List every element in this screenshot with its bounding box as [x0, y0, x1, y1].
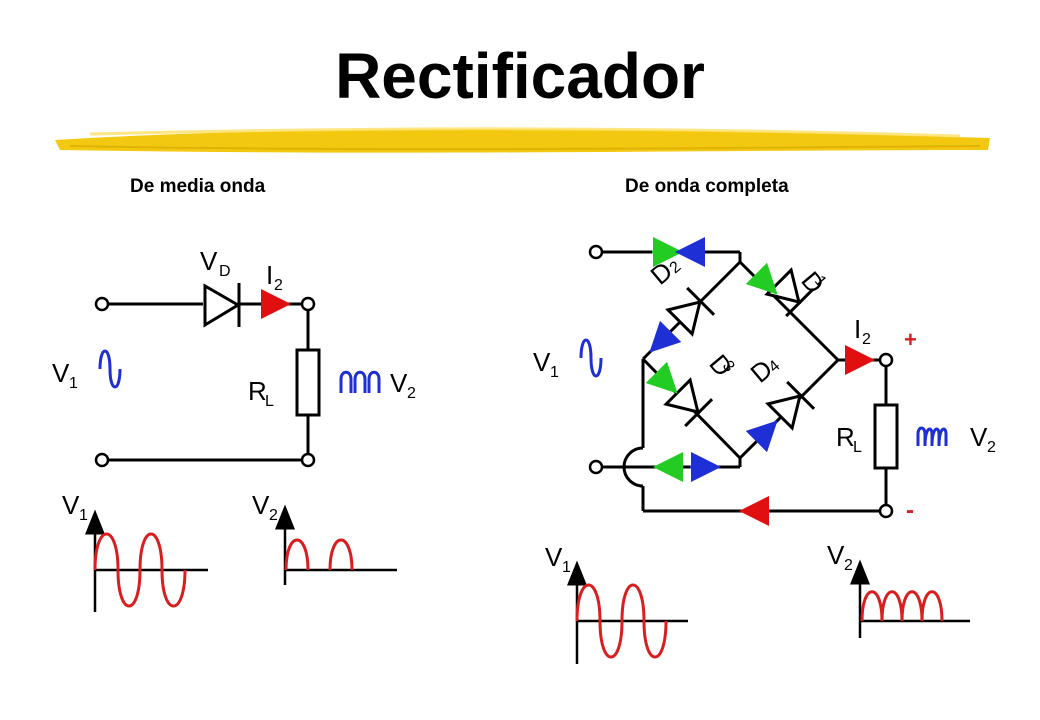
v2-label: V [390, 368, 408, 398]
plus-sign: + [904, 327, 917, 352]
full-wave-graph-v1: V 1 [545, 542, 688, 664]
page-title: Rectificador [335, 40, 705, 112]
subtitle-full-wave: De onda completa [625, 176, 789, 197]
full-wave-circuit: D 1 D 2 D 3 D 4 I 2 V 1 R L V 2 + - [533, 237, 996, 526]
vd-sub: D [219, 263, 231, 280]
graph-v1-label-full: V [545, 542, 563, 572]
input-wave-icon [98, 349, 122, 389]
v2-sub: 2 [407, 385, 416, 402]
rl-label: R [248, 376, 267, 406]
half-wave-graph-v1: V 1 [62, 490, 208, 612]
output-wave-icon-full [916, 426, 948, 447]
graph-v2-label: V [252, 490, 270, 520]
i2-sub-full: 2 [862, 331, 871, 348]
i2-label: I [266, 260, 273, 290]
diode-d3 [663, 377, 714, 428]
graph-v2-label-full: V [827, 540, 845, 570]
resistor-rl [295, 348, 321, 417]
graph-v1-label: V [62, 490, 80, 520]
v2-sub-full: 2 [987, 439, 996, 456]
terminal-in-bottom [94, 452, 110, 468]
graph-v2-sub-full: 2 [844, 557, 853, 574]
rl-label-full: R [836, 422, 855, 452]
minus-sign: - [906, 497, 914, 524]
graph-v2-sub: 2 [269, 507, 278, 524]
diode-d4 [765, 380, 816, 431]
v1-sub-full: 1 [550, 364, 559, 381]
highlight-stroke [55, 127, 990, 153]
output-wave-icon [339, 370, 381, 393]
terminal-in-top [94, 296, 110, 312]
input-wave-icon-full [579, 338, 603, 378]
half-wave-circuit: V D I 2 V 1 R L V 2 [52, 246, 416, 468]
full-wave-graph-v2: V 2 [827, 540, 970, 638]
diode-vd [203, 283, 241, 328]
i2-label-full: I [854, 314, 861, 344]
v1-label: V [52, 358, 70, 388]
terminal-out-bottom [300, 452, 316, 468]
rl-sub: L [265, 393, 274, 410]
v2-label-full: V [970, 422, 988, 452]
terminal-out-top [300, 296, 316, 312]
graph-v1-sub: 1 [79, 507, 88, 524]
resistor-rl-full [873, 403, 899, 470]
v1-label-full: V [533, 347, 551, 377]
half-wave-graph-v2: V 2 [252, 490, 397, 585]
i2-sub: 2 [274, 277, 283, 294]
subtitle-half-wave: De media onda [130, 176, 266, 197]
vd-label: V [200, 246, 218, 276]
rl-sub-full: L [853, 439, 862, 456]
graph-v1-sub-full: 1 [562, 559, 571, 576]
v1-sub: 1 [69, 375, 78, 392]
